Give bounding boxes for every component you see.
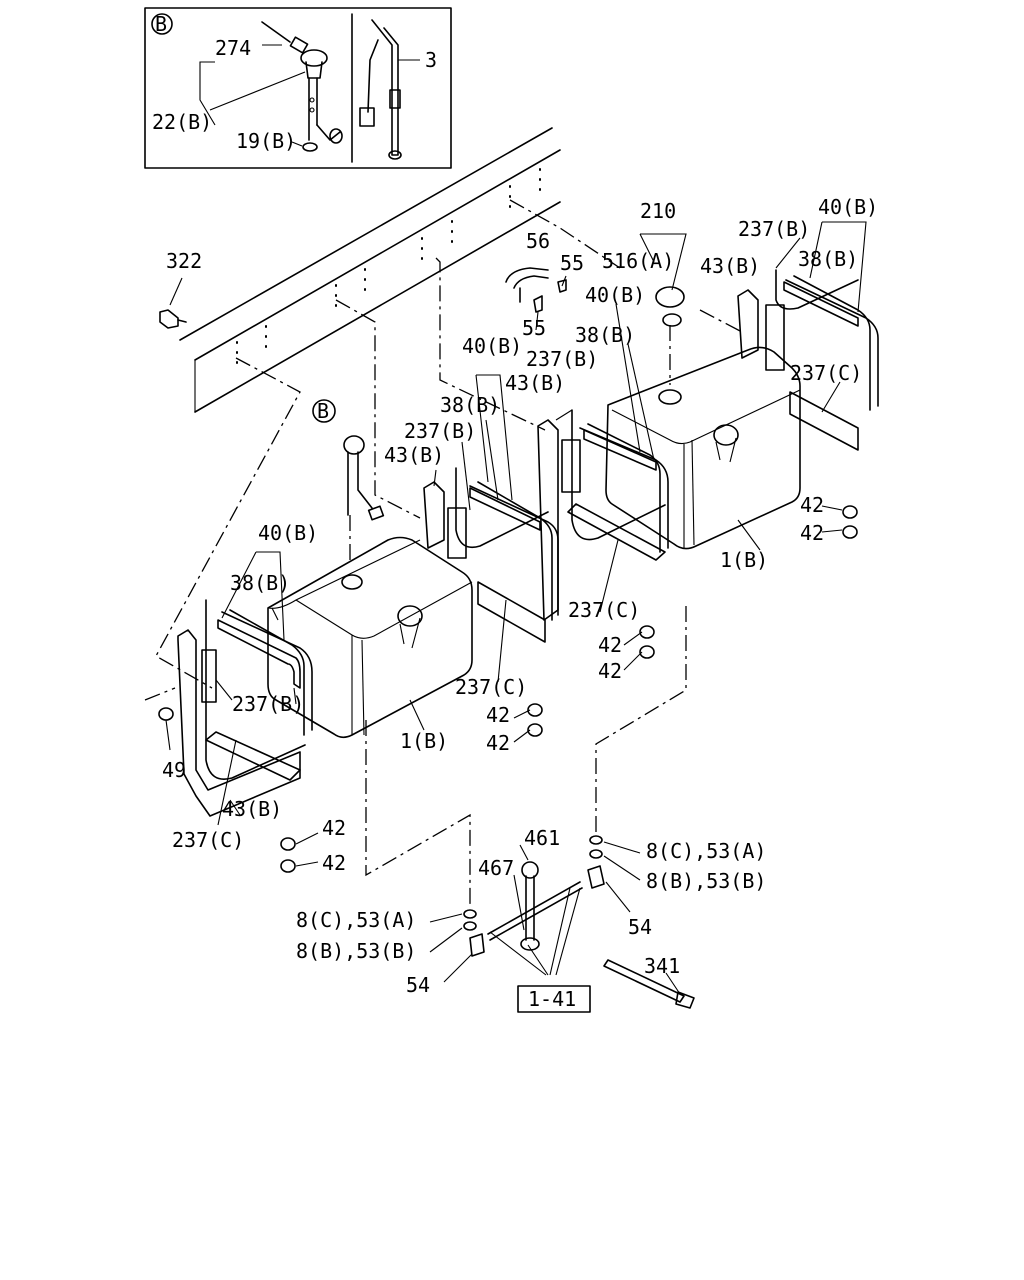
fuel-tank-right (605, 346, 801, 550)
callout-322: 322 (166, 249, 202, 273)
callout-1b-right: 1(B) (720, 548, 768, 572)
callout-54-right: 54 (628, 915, 652, 939)
callout-237c-right: 237(C) (790, 361, 862, 385)
callout-42-m3: 42 (486, 703, 510, 727)
fuel-sender-installed (343, 435, 385, 521)
callout-43b-right: 43(B) (700, 254, 760, 278)
callout-40b-left: 40(B) (258, 521, 318, 545)
callout-42-l1: 42 (322, 816, 346, 840)
detail-marker: B (155, 12, 167, 36)
detail-inset-b: B 274 3 22(B) 19(B) (144, 7, 452, 169)
callout-467: 467 (478, 856, 514, 880)
filler-cap-left (397, 605, 423, 649)
callout-42-r1: 42 (800, 493, 824, 517)
callout-55-top: 55 (560, 251, 584, 275)
hex-nuts (527, 505, 858, 737)
frame-bolt-322 (159, 277, 187, 329)
filler-cap-210 (655, 286, 685, 327)
fuel-pipe-assembly (463, 835, 605, 976)
callout-8c53a-right: 8(C),53(A) (646, 839, 766, 863)
detail-marker-tank: B (317, 399, 329, 423)
leader-lines (165, 221, 867, 995)
sender-harness (359, 19, 420, 160)
callout-210: 210 (640, 199, 676, 223)
callout-8b53b-right: 8(B),53(B) (646, 869, 766, 893)
tank-strap-right-front (537, 409, 669, 621)
hex-nuts-left (158, 707, 296, 873)
callout-40b-right: 40(B) (818, 195, 878, 219)
callout-38b-center: 38(B) (440, 393, 500, 417)
callout-54-left: 54 (406, 973, 430, 997)
filler-cap-right (713, 424, 739, 463)
callout-56: 56 (526, 229, 550, 253)
callout-22b: 22(B) (152, 110, 212, 134)
callout-8c53a-left: 8(C),53(A) (296, 908, 416, 932)
callout-516a: 516(A) (602, 249, 674, 273)
clip-55 (533, 279, 567, 313)
callout-237c-left: 237(C) (172, 828, 244, 852)
callout-42-r2: 42 (800, 521, 824, 545)
tank-strap-mid (423, 467, 559, 643)
fuel-sender-unit (261, 21, 343, 152)
callout-55-bottom: 55 (522, 316, 546, 340)
callout-38b-mid: 38(B) (575, 323, 635, 347)
callout-237b-center: 237(B) (404, 419, 476, 443)
callout-8b53b-left: 8(B),53(B) (296, 939, 416, 963)
callout-237b-left: 237(B) (232, 692, 304, 716)
callout-237c-mid2: 237(C) (455, 675, 527, 699)
callout-40b-center: 40(B) (462, 334, 522, 358)
callout-19b: 19(B) (236, 129, 296, 153)
reference-box-label[interactable]: 1-41 (528, 987, 576, 1011)
callout-42-m1: 42 (598, 633, 622, 657)
callout-40b-mid: 40(B) (585, 283, 645, 307)
callout-42-l2: 42 (322, 851, 346, 875)
callout-341: 341 (644, 954, 680, 978)
callout-42-m2: 42 (598, 659, 622, 683)
callout-1b-left: 1(B) (400, 729, 448, 753)
callout-43b-center: 43(B) (384, 443, 444, 467)
callout-461: 461 (524, 826, 560, 850)
tank-pad-left (205, 619, 301, 781)
callout-38b-left: 38(B) (230, 571, 290, 595)
tank-strap-right-rear (737, 269, 879, 451)
callout-43b-left: 43(B) (222, 797, 282, 821)
callout-237b-right: 237(B) (738, 217, 810, 241)
callout-38b-right: 38(B) (798, 247, 858, 271)
callout-42-m4: 42 (486, 731, 510, 755)
chassis-frame-rail (179, 127, 561, 413)
cable-tie-341 (603, 959, 695, 1009)
callout-237c-mid: 237(C) (568, 598, 640, 622)
reference-box[interactable]: 1-41 (517, 985, 591, 1013)
callout-274: 274 (215, 36, 251, 60)
callout-43b-mid: 43(B) (505, 371, 565, 395)
tank-strap-left (177, 599, 313, 817)
callout-49: 49 (162, 758, 186, 782)
callout-3: 3 (425, 48, 437, 72)
hose-56 (505, 267, 549, 303)
callout-237b-mid: 237(B) (526, 347, 598, 371)
assembly-center-lines (144, 199, 743, 905)
